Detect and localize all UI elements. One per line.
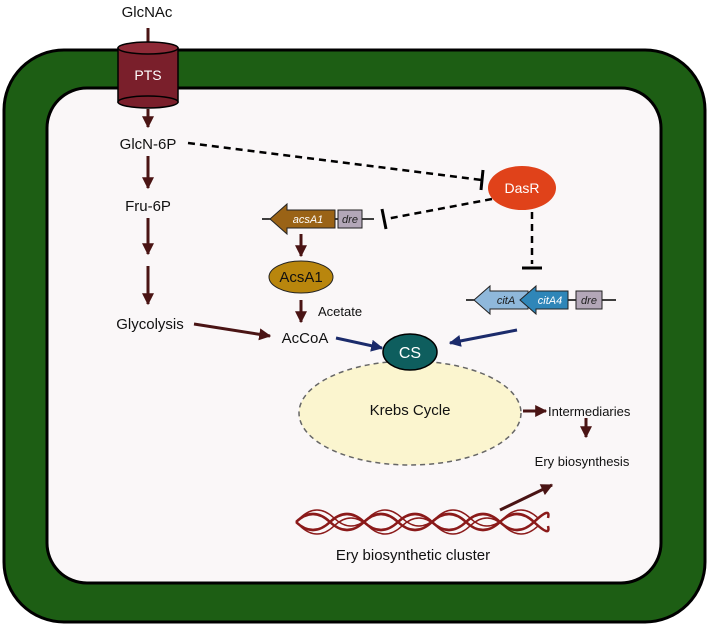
cs-node — [382, 333, 438, 371]
dre-label-2: dre — [581, 295, 597, 307]
acetate-label: Acetate — [318, 304, 362, 319]
dasr-represses-acsa1 — [385, 197, 493, 221]
cytoplasm — [45, 86, 663, 585]
fru6p-label: Fru-6P — [125, 198, 171, 215]
arrow-accoa-to-cs — [335, 336, 384, 352]
cita4-gene-label: citA4 — [538, 295, 562, 307]
ery-cluster-dna — [295, 509, 550, 535]
ery-biosynthesis-label: Ery biosynthesis — [535, 454, 630, 469]
glycolysis-label: Glycolysis — [116, 316, 184, 333]
glcn6p-inhibits-dasr — [187, 141, 483, 182]
pts-transporter: PTS — [117, 41, 179, 109]
dre-label-1: dre — [342, 214, 358, 226]
cita-operon: citA citA4 dre — [466, 284, 616, 316]
arrow-cita-to-cs — [448, 328, 518, 347]
dre-box-1 — [337, 209, 363, 229]
glcnac-label: GlcNAc — [122, 4, 173, 21]
dasr-label: DasR — [504, 180, 539, 196]
dasr-acsa1-bar — [380, 208, 388, 230]
accoa-label: AcCoA — [282, 330, 329, 347]
acsa1-protein-node — [268, 260, 334, 294]
acsa1-gene-label: acsA1 — [293, 214, 324, 226]
cita-gene-label: citA — [497, 295, 515, 307]
krebs-label: Krebs Cycle — [370, 402, 451, 419]
dasr-node — [488, 166, 556, 210]
acsa1-gene-arrow — [269, 202, 336, 236]
dre-box-2 — [575, 290, 603, 310]
acsa1-protein-label: AcsA1 — [279, 269, 322, 286]
pts-label: PTS — [134, 67, 161, 83]
cs-label: CS — [399, 345, 421, 362]
arrow-glycolysis-to-accoa — [193, 322, 272, 341]
cita4-gene-arrow — [519, 284, 569, 316]
arrow-cluster-to-ery — [499, 483, 554, 512]
glcn6p-inhibition-bar — [479, 169, 485, 191]
ery-cluster-label: Ery biosynthetic cluster — [336, 547, 490, 564]
acsa1-operon: acsA1 dre — [262, 202, 374, 236]
intermediaries-label: Intermediaries — [548, 404, 631, 419]
glcn6p-label: GlcN-6P — [120, 136, 177, 153]
